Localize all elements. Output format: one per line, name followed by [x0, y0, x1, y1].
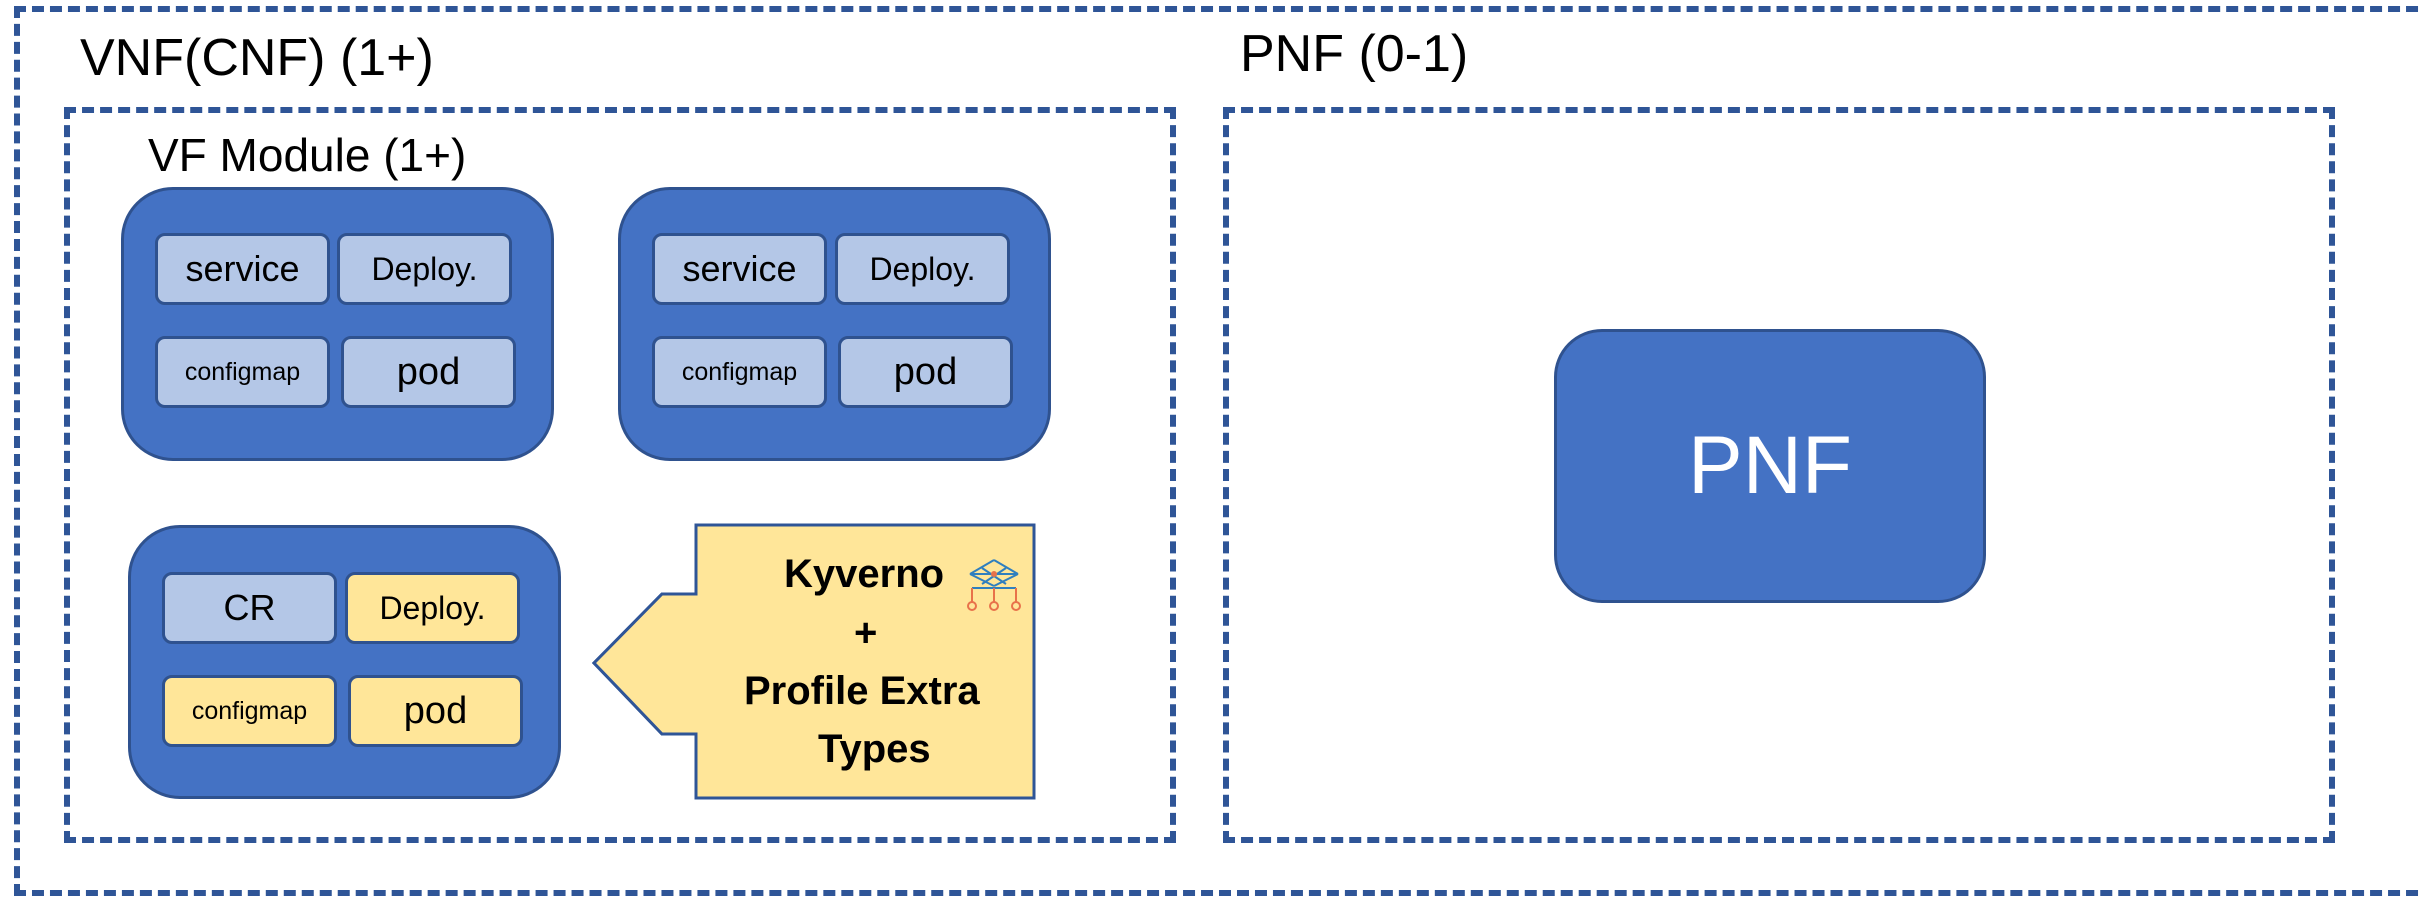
- configmap-resource: configmap: [652, 336, 827, 408]
- deployment-resource: Deploy.: [835, 233, 1010, 305]
- pod-resource: pod: [341, 336, 516, 408]
- configmap-resource: configmap: [162, 675, 337, 747]
- callout-plus: +: [854, 611, 878, 655]
- pnf-label: PNF (0-1): [1240, 25, 1469, 83]
- outer-container: [14, 6, 2422, 896]
- vf-module-1: [121, 187, 554, 461]
- service-resource: service: [155, 233, 330, 305]
- kyverno-title: Kyverno: [784, 552, 945, 596]
- vnf-container: [64, 107, 1176, 843]
- pod-resource: pod: [838, 336, 1013, 408]
- vnf-label: VNF(CNF) (1+): [80, 29, 434, 87]
- vf-module-label: VF Module (1+): [148, 129, 467, 181]
- vf-module-3: [128, 525, 561, 799]
- configmap-resource: configmap: [155, 336, 330, 408]
- service-resource: service: [652, 233, 827, 305]
- pnf-container: [1223, 107, 2335, 843]
- vf-module-2: [618, 187, 1051, 461]
- cr-resource: CR: [162, 572, 337, 644]
- pnf-box: PNF: [1554, 329, 1986, 603]
- callout-line1: Profile Extra: [744, 669, 980, 713]
- pod-resource: pod: [348, 675, 523, 747]
- kyverno-logo-icon: [967, 559, 1021, 611]
- callout-line2: Types: [818, 727, 931, 771]
- deployment-resource: Deploy.: [337, 233, 512, 305]
- deployment-resource: Deploy.: [345, 572, 520, 644]
